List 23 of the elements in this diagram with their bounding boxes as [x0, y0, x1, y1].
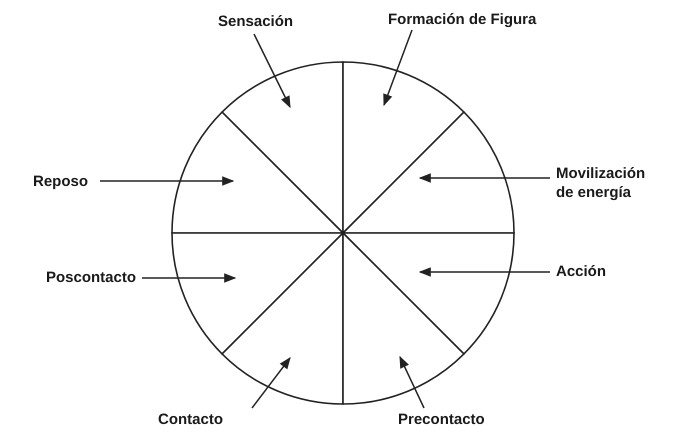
stage-label: Movilización de energía [556, 164, 660, 202]
stage-label: Formación de Figura [388, 10, 536, 29]
arrow [399, 356, 425, 408]
arrow [251, 357, 291, 408]
arrow [418, 173, 550, 183]
arrow [100, 176, 234, 186]
stage-label: Acción [556, 262, 606, 281]
circle-sector [221, 232, 344, 405]
stage-label: Sensación [218, 12, 294, 31]
circle-sector [342, 232, 465, 405]
circle-sector [171, 111, 344, 234]
arrow [383, 30, 413, 106]
circle-sector [342, 61, 465, 234]
stage-label: Precontacto [398, 410, 485, 429]
stage-label: Contacto [158, 410, 223, 429]
circle-sector [342, 111, 515, 234]
stage-label: Poscontacto [46, 268, 136, 287]
stage-label: Reposo [33, 172, 88, 191]
circle-sector [171, 232, 344, 355]
arrow [253, 34, 291, 108]
arrow [142, 273, 236, 283]
arrow [418, 267, 550, 277]
circle-sector [342, 232, 515, 355]
